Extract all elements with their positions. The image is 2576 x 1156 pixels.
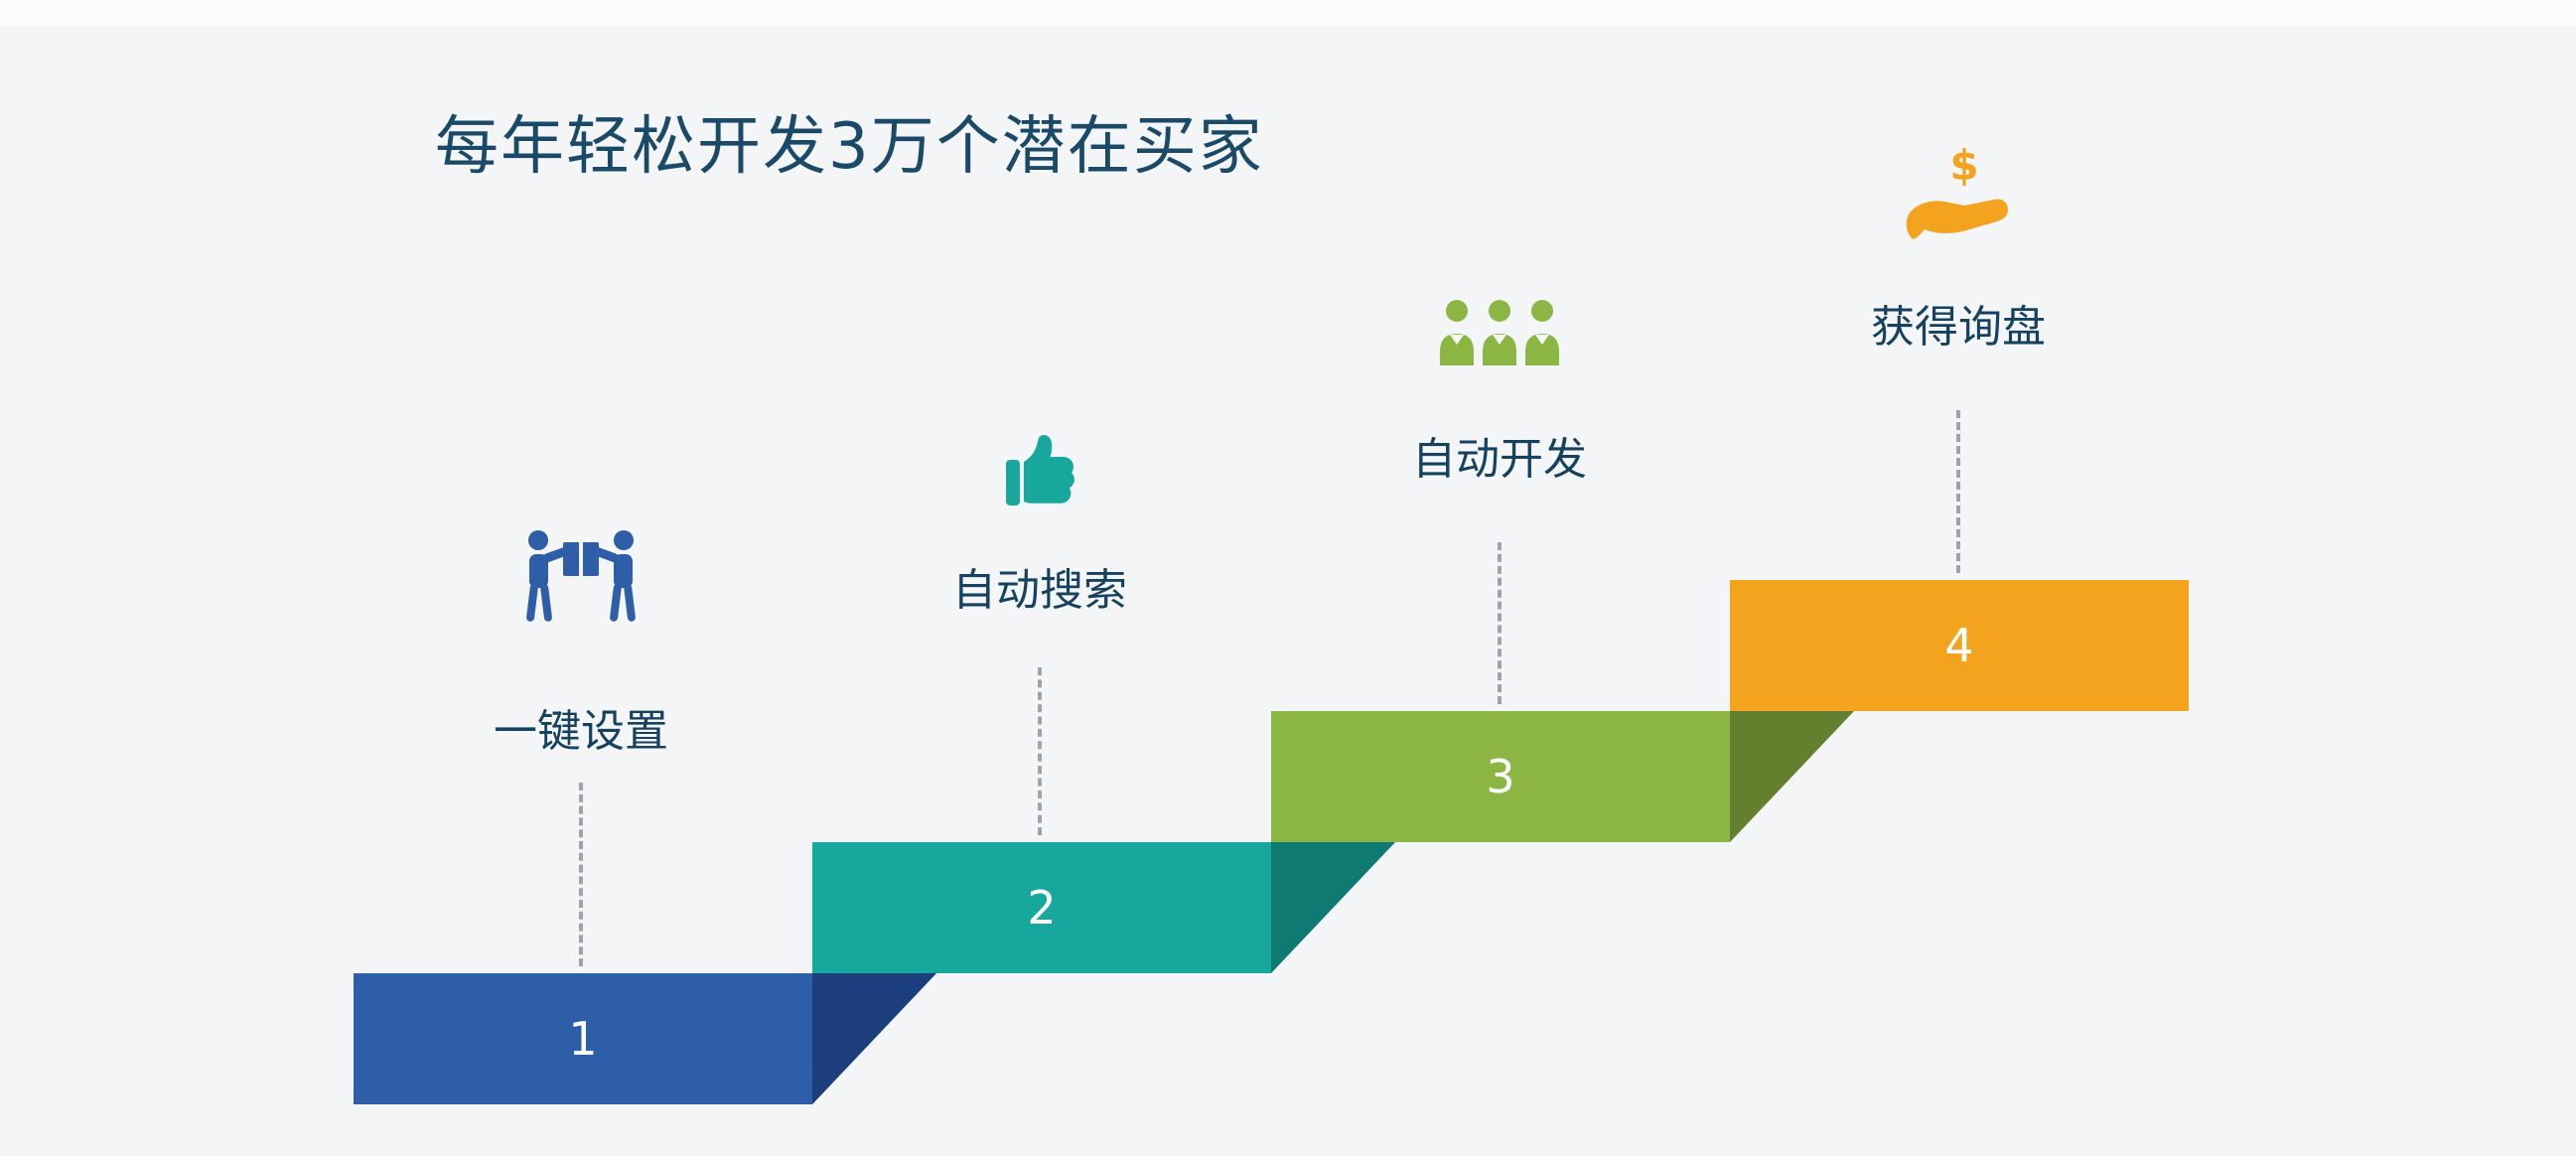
step-label-3: 自动开发 (1412, 434, 1587, 485)
step-label-4: 获得询盘 (1871, 302, 2046, 353)
dashed-connector-1 (579, 783, 583, 966)
step-label-2: 自动搜索 (952, 565, 1127, 616)
step-fold-1 (812, 973, 936, 1104)
step-bar-2 (812, 842, 1271, 973)
thumbs-up-icon (1006, 435, 1074, 506)
dashed-connector-2 (1038, 667, 1042, 835)
carry-box-icon (526, 530, 636, 622)
dashed-connector-3 (1498, 542, 1502, 704)
step-fold-2 (1271, 842, 1395, 973)
step-number-1: 1 (568, 1012, 597, 1066)
step-bar-3 (1271, 711, 1730, 842)
step-bar-1 (354, 973, 812, 1104)
step-bar-4 (1730, 580, 2189, 711)
dollar-glyph: $ (1949, 146, 1978, 190)
team-icon (1440, 300, 1559, 365)
step-number-3: 3 (1486, 750, 1514, 803)
hand-dollar-icon: $ (1906, 146, 2008, 239)
page-title: 每年轻松开发3万个潜在买家 (435, 110, 1264, 184)
dashed-connector-4 (1956, 410, 1960, 573)
step-label-1: 一键设置 (494, 706, 668, 757)
top-strip (0, 0, 2576, 26)
step-fold-3 (1730, 711, 1854, 842)
step-number-4: 4 (1944, 619, 1973, 672)
step-number-2: 2 (1027, 881, 1056, 935)
